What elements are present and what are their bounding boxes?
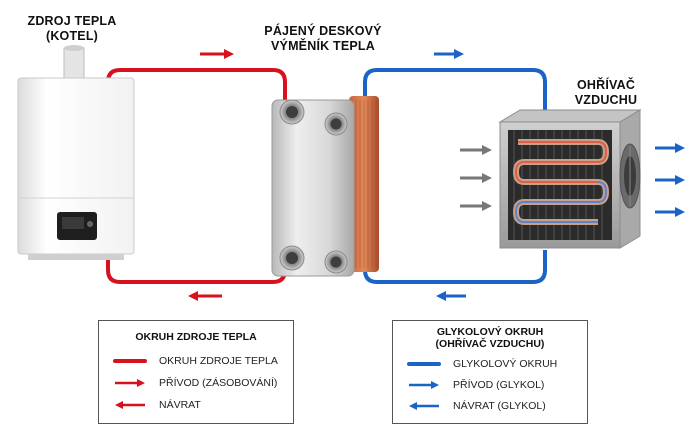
legend-glycol-title-line2: (OHŘÍVAČ VZDUCHU) bbox=[435, 338, 545, 350]
legend-glycol-title-line1: GLYKOLOVÝ OKRUH bbox=[436, 326, 544, 338]
blue-line-icon bbox=[407, 357, 445, 371]
blue-arrow-right-icon bbox=[407, 378, 445, 392]
legend-glycol-row-label: NÁVRAT (GLYKOL) bbox=[453, 400, 546, 412]
legend-glycol-row: NÁVRAT (GLYKOL) bbox=[407, 399, 579, 413]
label-plate-exchanger-line2: VÝMĚNÍK TEPLA bbox=[271, 39, 375, 53]
legend-glycol-row: GLYKOLOVÝ OKRUH bbox=[407, 357, 579, 371]
red-arrow-left-icon bbox=[113, 398, 151, 412]
label-heat-source-line1: ZDROJ TEPLA bbox=[27, 14, 117, 28]
legend-source-row-label: NÁVRAT bbox=[159, 399, 201, 411]
legend-source-row-label: OKRUH ZDROJE TEPLA bbox=[159, 355, 278, 367]
label-plate-exchanger-line1: PÁJENÝ DESKOVÝ bbox=[264, 24, 382, 38]
air-inlet-arrows bbox=[460, 145, 492, 211]
glycol-return-arrow bbox=[436, 291, 466, 301]
legend-source-circuit: OKRUH ZDROJE TEPLA OKRUH ZDROJE TEPLA PŘ… bbox=[98, 320, 294, 424]
label-air-heater-line1: OHŘÍVAČ bbox=[576, 78, 636, 92]
label-air-heater-line2: VZDUCHU bbox=[574, 93, 638, 107]
legend-glycol-circuit: GLYKOLOVÝ OKRUH (OHŘÍVAČ VZDUCHU) GLYKOL… bbox=[392, 320, 588, 424]
source-return-arrow bbox=[188, 291, 222, 301]
legend-source-row: PŘÍVOD (ZÁSOBOVÁNÍ) bbox=[113, 376, 285, 390]
legend-glycol-row-label: PŘÍVOD (GLYKOL) bbox=[453, 379, 545, 391]
legend-glycol-row-label: GLYKOLOVÝ OKRUH bbox=[453, 358, 558, 370]
glycol-supply-arrow bbox=[434, 49, 464, 59]
glycol-circuit-pipe bbox=[363, 68, 547, 118]
legend-source-title: OKRUH ZDROJE TEPLA bbox=[135, 331, 257, 343]
label-heat-source-line2: (KOTEL) bbox=[45, 29, 99, 43]
red-arrow-right-icon bbox=[113, 376, 151, 390]
source-circuit-return-pipe bbox=[106, 252, 287, 284]
legend-glycol-row: PŘÍVOD (GLYKOL) bbox=[407, 378, 579, 392]
source-circuit-pipe bbox=[106, 68, 287, 108]
air-outlet-arrows bbox=[655, 143, 685, 217]
legend-source-row: NÁVRAT bbox=[113, 398, 285, 412]
glycol-circuit-return-pipe bbox=[363, 250, 547, 284]
source-supply-arrow bbox=[200, 49, 234, 59]
plate-heat-exchanger-icon bbox=[271, 96, 379, 277]
fan-icon bbox=[619, 143, 641, 209]
boiler-icon bbox=[17, 45, 135, 260]
red-line-icon bbox=[113, 354, 151, 368]
blue-arrow-left-icon bbox=[407, 399, 445, 413]
legend-source-row-label: PŘÍVOD (ZÁSOBOVÁNÍ) bbox=[159, 377, 278, 389]
label-heat-source: ZDROJ TEPLA (KOTEL) bbox=[22, 14, 122, 44]
legend-source-row: OKRUH ZDROJE TEPLA bbox=[113, 354, 285, 368]
label-air-heater: OHŘÍVAČ VZDUCHU bbox=[566, 78, 646, 108]
air-heater-icon bbox=[498, 109, 642, 249]
label-plate-exchanger: PÁJENÝ DESKOVÝ VÝMĚNÍK TEPLA bbox=[258, 24, 388, 54]
